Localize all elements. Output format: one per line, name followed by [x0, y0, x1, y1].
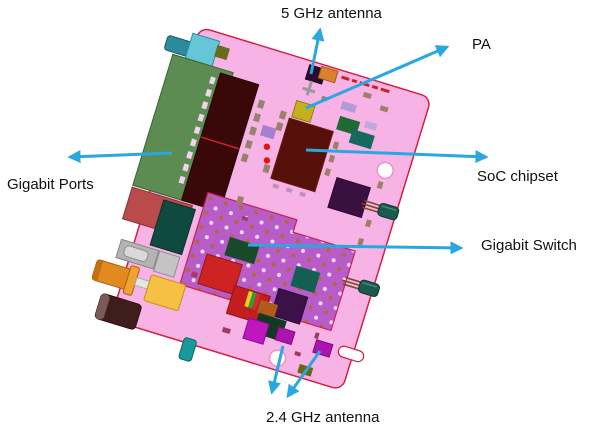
solder-pads: [240, 99, 266, 163]
arrow-gigabit-ports: [67, 149, 173, 164]
sma-connector: [361, 199, 400, 221]
arrow-soc-chipset: [305, 148, 489, 164]
misc-pads: [190, 91, 389, 357]
led: [263, 143, 271, 150]
solder-pads: [178, 76, 216, 184]
component-yellow: [143, 274, 186, 311]
component: [152, 250, 181, 278]
edge-slot: [337, 345, 365, 363]
label-gigabit-switch: Gigabit Switch: [481, 237, 577, 254]
component-striped: [244, 290, 261, 310]
component-magenta: [242, 317, 270, 345]
antenna-2-4ghz-pad: [274, 326, 296, 346]
component: [317, 65, 339, 84]
arrow-24ghz-antenna-2: [286, 350, 322, 399]
label-gigabit-ports: Gigabit Ports: [7, 176, 94, 193]
connector-teal: [178, 337, 197, 362]
connector-gray: [115, 238, 160, 270]
component-purple-chip: [270, 287, 309, 325]
component-purple-chip: [327, 176, 372, 219]
connector-barrel: [94, 293, 142, 330]
label-24ghz-antenna: 2.4 GHz antenna: [266, 409, 380, 426]
arrow-5ghz-antenna: [309, 27, 325, 75]
label-pa: PA: [472, 36, 491, 53]
component-teal-block: [149, 199, 197, 256]
component: [348, 129, 375, 150]
mounting-hole: [376, 161, 394, 180]
callout-arrows: [67, 27, 489, 399]
sma-connector: [341, 276, 380, 297]
component: [290, 265, 321, 294]
arrow-pa: [305, 45, 450, 110]
antenna-connector-5ghz: [164, 32, 221, 68]
led: [263, 157, 271, 164]
transformer-divider: [200, 136, 240, 150]
soc-chip: [270, 117, 334, 193]
label-5ghz-antenna: 5 GHz antenna: [281, 5, 382, 22]
circuit-board: [91, 28, 430, 389]
component: [214, 44, 230, 61]
label-soc-chipset: SoC chipset: [477, 168, 558, 185]
component: [259, 124, 277, 140]
arrow-gigabit-switch: [247, 241, 464, 255]
component: [363, 120, 378, 131]
component-red-chip: [197, 253, 243, 296]
arrow-24ghz-antenna-1: [268, 345, 285, 395]
power-jack: [91, 259, 152, 296]
component: [340, 100, 357, 113]
